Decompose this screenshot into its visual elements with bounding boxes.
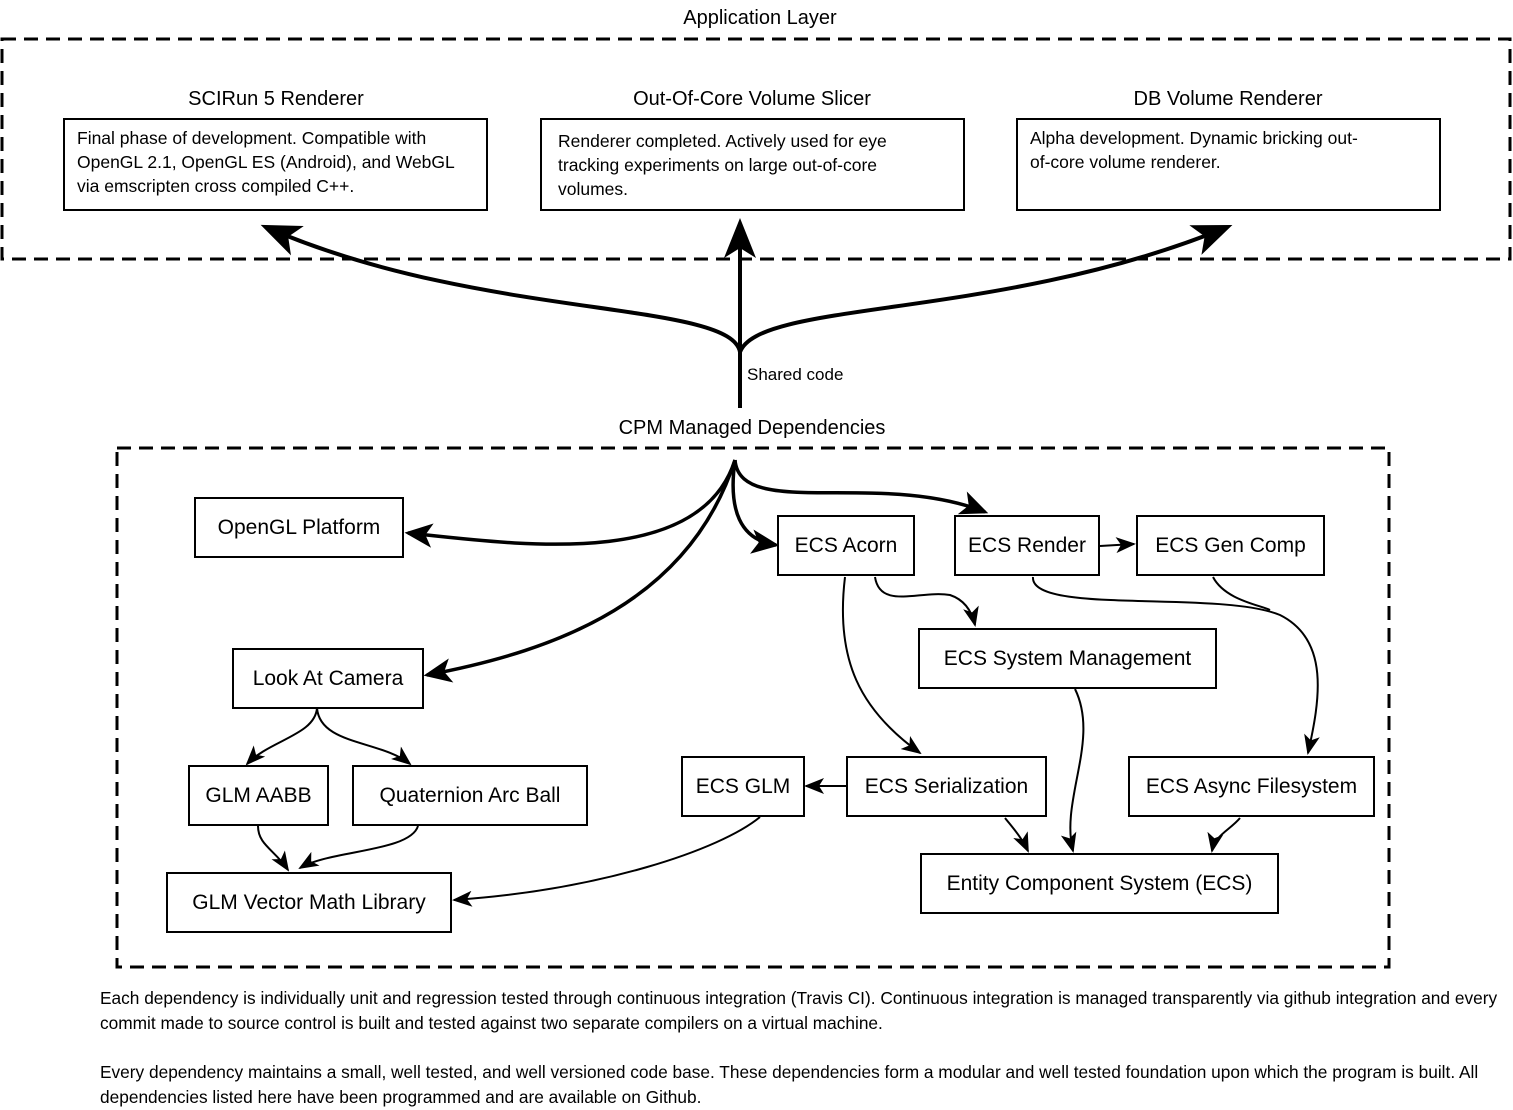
arrow-look-at-camera-to-glm-aabb — [245, 707, 318, 766]
arrow-root-to-opengl-platform — [404, 459, 737, 548]
app-description-db-volume-renderer: Alpha development. Dynamic bricking out-… — [1030, 128, 1358, 172]
dependencies-layer-title: CPM Managed Dependencies — [618, 417, 886, 439]
node-ecs-glm: ECS GLM — [681, 756, 805, 817]
node-ecs-async-filesystem: ECS Async Filesystem — [1128, 756, 1375, 817]
arrow-acorn-to-system-management — [874, 576, 979, 627]
dependencies-layer-frame — [115, 446, 1391, 969]
node-glm-vector-math-library: GLM Vector Math Library — [166, 872, 452, 933]
app-title-db-volume-renderer: DB Volume Renderer — [1133, 88, 1323, 110]
app-description-volume-slicer: Renderer completed. Actively used for ey… — [558, 131, 887, 199]
app-title-volume-slicer: Out-Of-Core Volume Slicer — [633, 88, 871, 110]
node-glm-aabb: GLM AABB — [188, 765, 329, 826]
application-layer-frame — [0, 37, 1512, 261]
node-opengl-platform: OpenGL Platform — [194, 497, 404, 558]
footnote-modular-foundation: Every dependency maintains a small, well… — [100, 1062, 1479, 1107]
arrow-glm-aabb-to-vector-math — [257, 825, 290, 872]
arrow-system-management-to-ecs — [1060, 688, 1085, 853]
arrow-root-to-look-at-camera — [423, 459, 737, 683]
app-box-db-volume-renderer: Alpha development. Dynamic bricking out-… — [1016, 118, 1441, 211]
footnote-continuous-integration: Each dependency is individually unit and… — [100, 988, 1498, 1033]
arrow-acorn-to-serialization — [841, 576, 922, 755]
application-layer-title: Application Layer — [683, 7, 837, 29]
arrow-to-db-volume-renderer — [738, 224, 1233, 353]
node-look-at-camera: Look At Camera — [232, 648, 424, 709]
arrow-root-to-ecs-render — [733, 459, 989, 515]
arrow-look-at-camera-to-quaternion-arc-ball — [316, 707, 412, 766]
app-box-scirun-renderer: Final phase of development. Compatible w… — [63, 118, 488, 211]
arrow-root-to-ecs-acorn — [731, 459, 780, 554]
arrow-serialization-to-ecs — [1004, 817, 1029, 853]
node-entity-component-system: Entity Component System (ECS) — [920, 853, 1279, 914]
node-ecs-render: ECS Render — [954, 515, 1100, 576]
arrow-ecs-glm-to-vector-math — [452, 816, 761, 907]
node-ecs-acorn: ECS Acorn — [777, 515, 915, 576]
node-ecs-serialization: ECS Serialization — [846, 756, 1047, 817]
arrow-gen-comp-to-async-filesystem — [1212, 576, 1271, 611]
arrow-to-scirun-renderer — [260, 224, 742, 353]
arrow-render-to-async-filesystem — [1031, 576, 1320, 755]
app-description-scirun-renderer: Final phase of development. Compatible w… — [77, 128, 455, 196]
app-title-scirun-renderer: SCIRun 5 Renderer — [188, 88, 364, 110]
arrow-render-to-gen-comp — [1099, 537, 1136, 554]
shared-code-label: Shared code — [747, 365, 844, 384]
node-quaternion-arc-ball: Quaternion Arc Ball — [352, 765, 588, 826]
node-ecs-gen-comp: ECS Gen Comp — [1136, 515, 1325, 576]
arrow-async-filesystem-to-ecs — [1207, 817, 1241, 853]
node-ecs-system-management: ECS System Management — [918, 628, 1217, 689]
app-box-volume-slicer: Renderer completed. Actively used for ey… — [540, 118, 965, 211]
arrow-quaternion-to-vector-math — [298, 825, 419, 870]
